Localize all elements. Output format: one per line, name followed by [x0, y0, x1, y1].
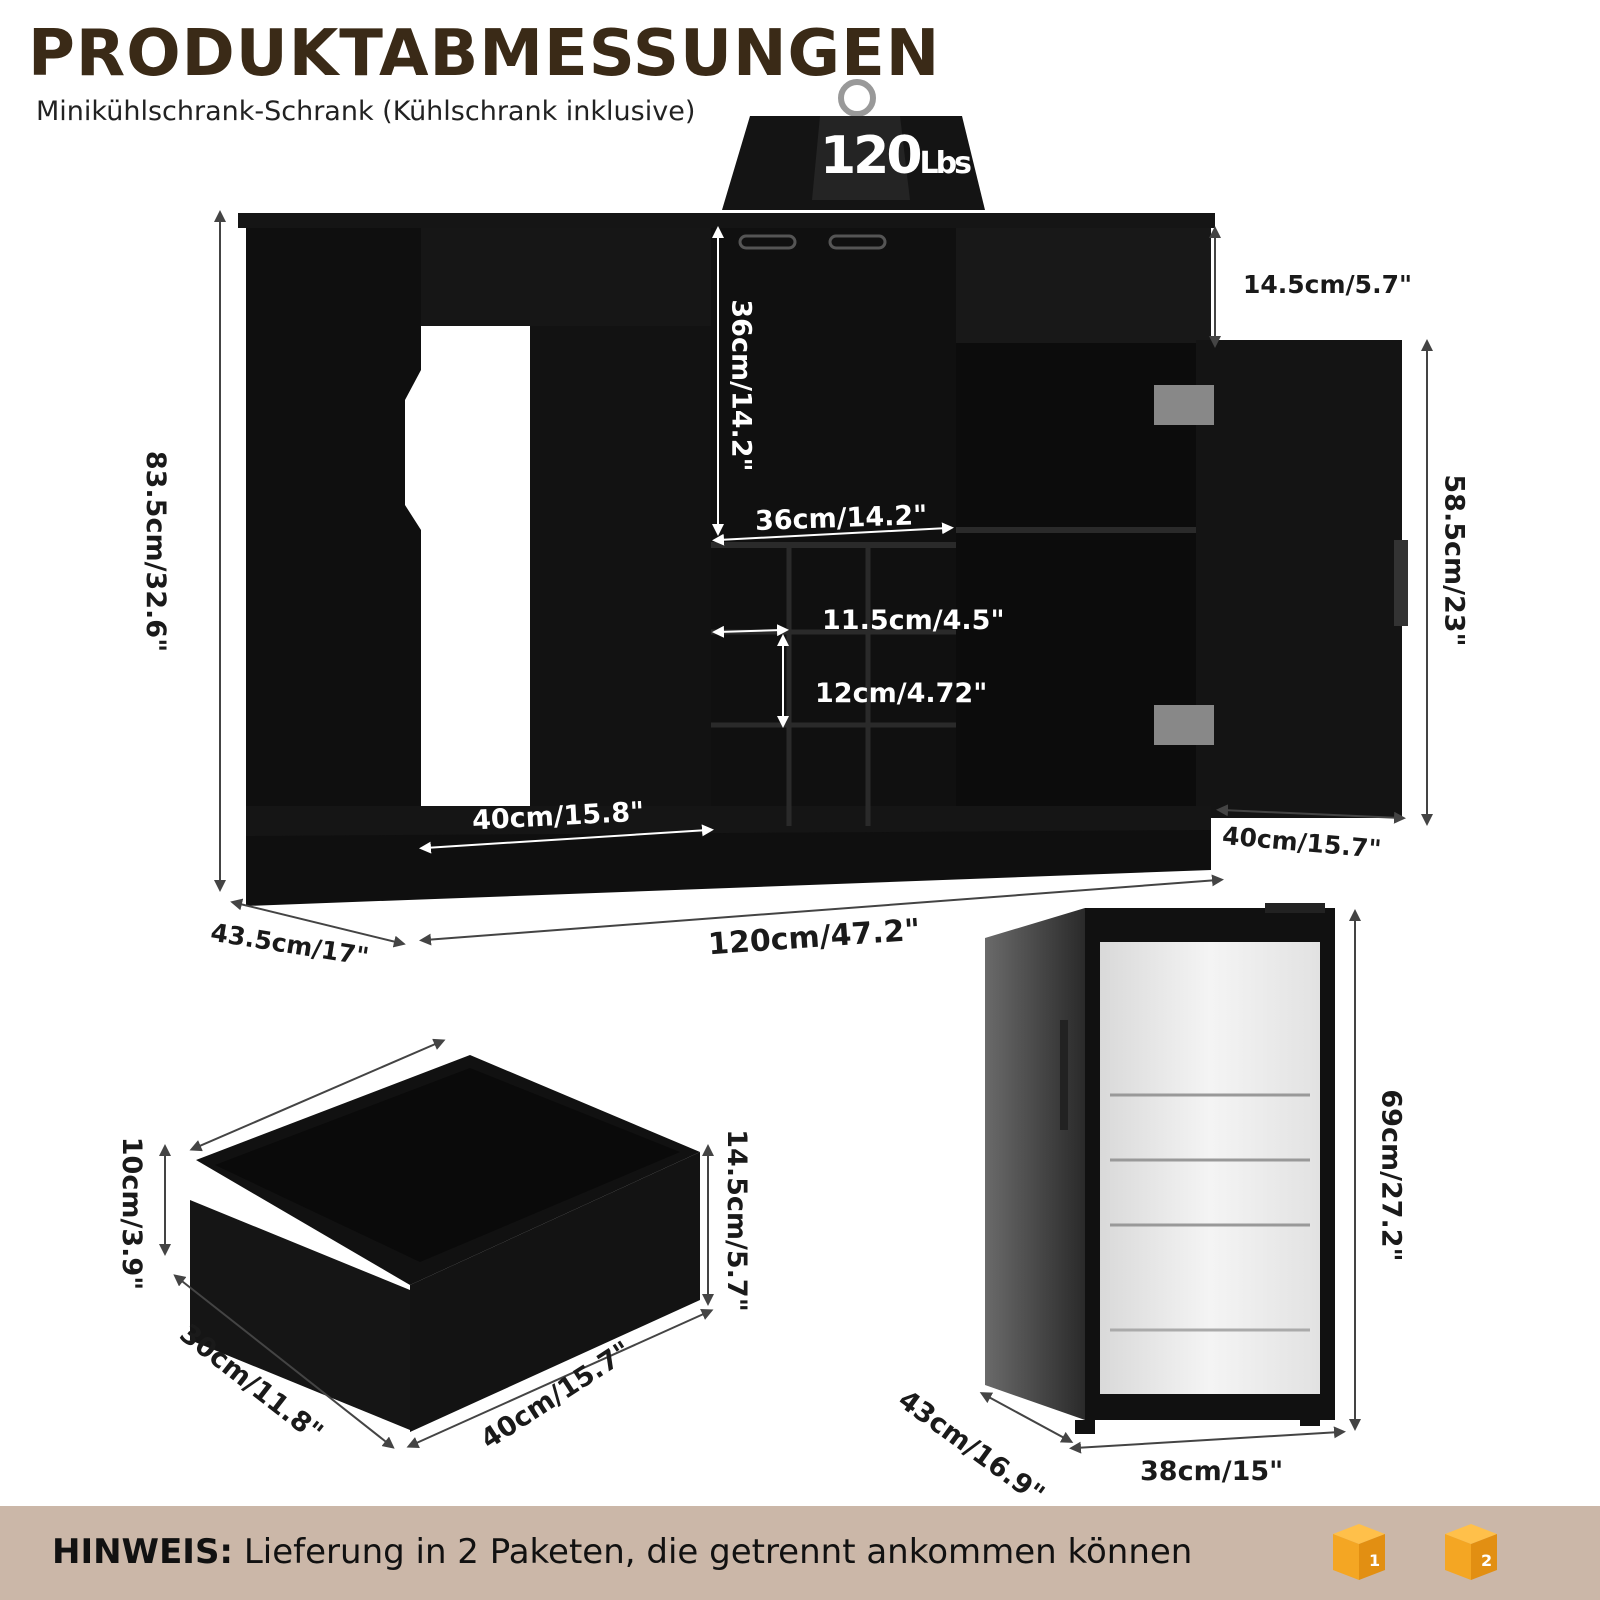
- drawer-front-height-side-label: 14.5cm/5.7": [720, 1129, 752, 1312]
- door-height-label: 58.5cm/23": [1438, 474, 1470, 647]
- footer-note-bar: HINWEIS: Lieferung in 2 Paketen, die get…: [0, 1506, 1600, 1600]
- page-subtitle: Minikühlschrank-Schrank (Kühlschrank ink…: [36, 96, 696, 127]
- product-illustration: [159, 79, 1433, 1454]
- package-2-number: 2: [1481, 1551, 1492, 1570]
- cabinet-height-label: 83.5cm/32.6": [140, 450, 172, 653]
- note-text: Lieferung in 2 Paketen, die getrennt ank…: [243, 1532, 1193, 1572]
- mini-fridge: [985, 903, 1335, 1434]
- weight-badge: [722, 79, 985, 210]
- dimension-lines: [159, 210, 1433, 1454]
- note-label: HINWEIS:: [52, 1532, 234, 1572]
- weight-badge-label: 120Lbs: [820, 126, 972, 186]
- wine-section-width-label: 36cm/14.2": [754, 500, 928, 537]
- fridge-width-label: 38cm/15": [1140, 1456, 1284, 1487]
- package-1-icon: 1: [1333, 1524, 1385, 1580]
- wine-cell-height-label: 12cm/4.72": [815, 678, 988, 709]
- inner-dimension-lines: [419, 226, 954, 854]
- weight-unit: Lbs: [919, 146, 972, 181]
- package-2-icon: 2: [1445, 1524, 1497, 1580]
- drawer-front-height-label: 14.5cm/5.7": [1243, 270, 1412, 299]
- weight-value: 120: [820, 126, 923, 186]
- fridge-height-label: 69cm/27.2": [1375, 1089, 1407, 1262]
- delivery-note: HINWEIS: Lieferung in 2 Paketen, die get…: [52, 1532, 1192, 1572]
- page-title: PRODUKTABMESSUNGEN: [28, 17, 941, 91]
- drawer-inner-height-label: 10cm/3.9": [116, 1136, 148, 1291]
- wine-section-height-label: 36cm/14.2": [725, 299, 757, 472]
- sideboard-cabinet: [238, 213, 1408, 906]
- wine-cell-width-label: 11.5cm/4.5": [822, 605, 1005, 636]
- package-1-number: 1: [1369, 1551, 1380, 1570]
